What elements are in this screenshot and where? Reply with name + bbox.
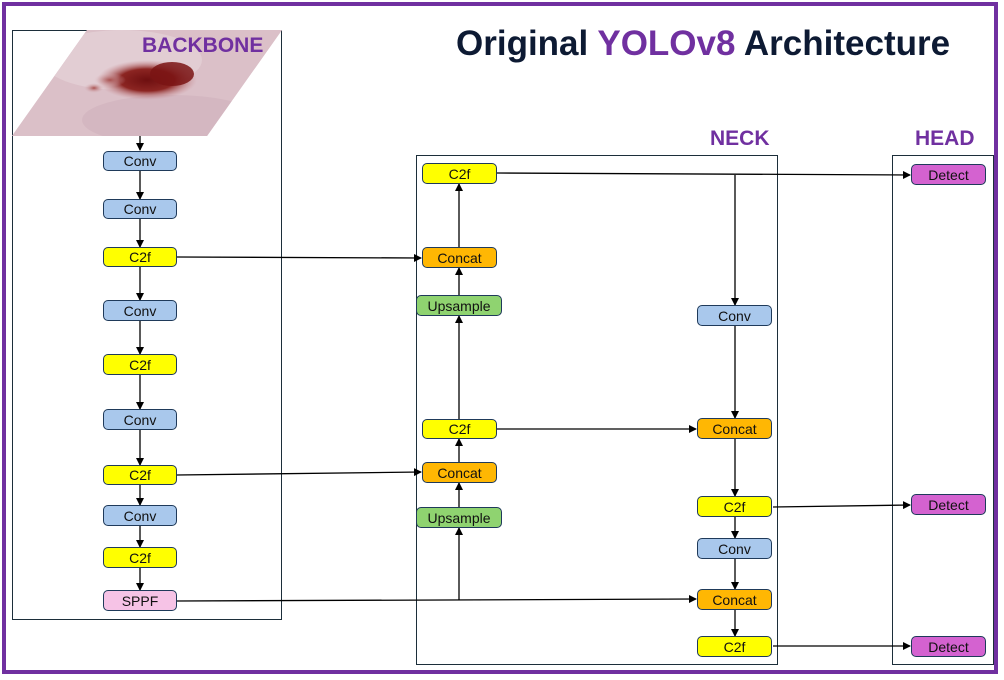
backbone-conv-5: Conv: [103, 505, 177, 526]
neck-panel: [416, 155, 778, 665]
head-detect-3: Detect: [911, 636, 986, 657]
edge-c2f1-concat-top: [176, 253, 422, 262]
head-panel: [892, 155, 994, 665]
title-suffix: Architecture: [743, 24, 951, 63]
neck-label: NECK: [710, 127, 770, 150]
backbone-label: BACKBONE: [142, 34, 264, 57]
backbone-c2f-1: C2f: [103, 247, 177, 267]
backbone-conv-1: Conv: [103, 151, 177, 171]
neck-concat-right-2: Concat: [697, 589, 772, 610]
skin-lesion-image: [12, 30, 282, 136]
neck-concat-right-1: Concat: [697, 418, 772, 439]
title-prefix: Original: [456, 24, 589, 63]
neck-c2f-top: C2f: [422, 163, 497, 184]
head-detect-2: Detect: [911, 494, 986, 515]
neck-c2f-right-2: C2f: [697, 636, 772, 657]
neck-conv-right-1: Conv: [697, 305, 772, 326]
neck-c2f-mid: C2f: [422, 419, 497, 439]
head-label: HEAD: [915, 127, 975, 150]
edge-c2f-r1-detect2: [772, 501, 911, 510]
neck-concat-top: Concat: [422, 247, 497, 268]
neck-upsample-bottom: Upsample: [416, 507, 502, 528]
backbone-c2f-4: C2f: [103, 547, 177, 568]
backbone-sppf: SPPF: [103, 590, 177, 611]
page-title: Original YOLOv8 Architecture: [456, 24, 950, 64]
head-detect-1: Detect: [911, 164, 986, 185]
neck-concat-mid: Concat: [422, 462, 497, 483]
title-highlight: YOLOv8: [597, 24, 736, 63]
backbone-conv-4: Conv: [103, 409, 177, 430]
backbone-c2f-3: C2f: [103, 465, 177, 485]
neck-conv-right-2: Conv: [697, 538, 772, 559]
edge-sppf-concat-r2: [176, 595, 697, 604]
backbone-c2f-2: C2f: [103, 354, 177, 375]
neck-upsample-top: Upsample: [416, 295, 502, 316]
edge-c2f3-concat-mid: [176, 468, 422, 477]
backbone-conv-2: Conv: [103, 199, 177, 219]
backbone-conv-3: Conv: [103, 300, 177, 321]
edge-c2ftop-detect1: [496, 170, 911, 179]
neck-c2f-right-1: C2f: [697, 496, 772, 517]
